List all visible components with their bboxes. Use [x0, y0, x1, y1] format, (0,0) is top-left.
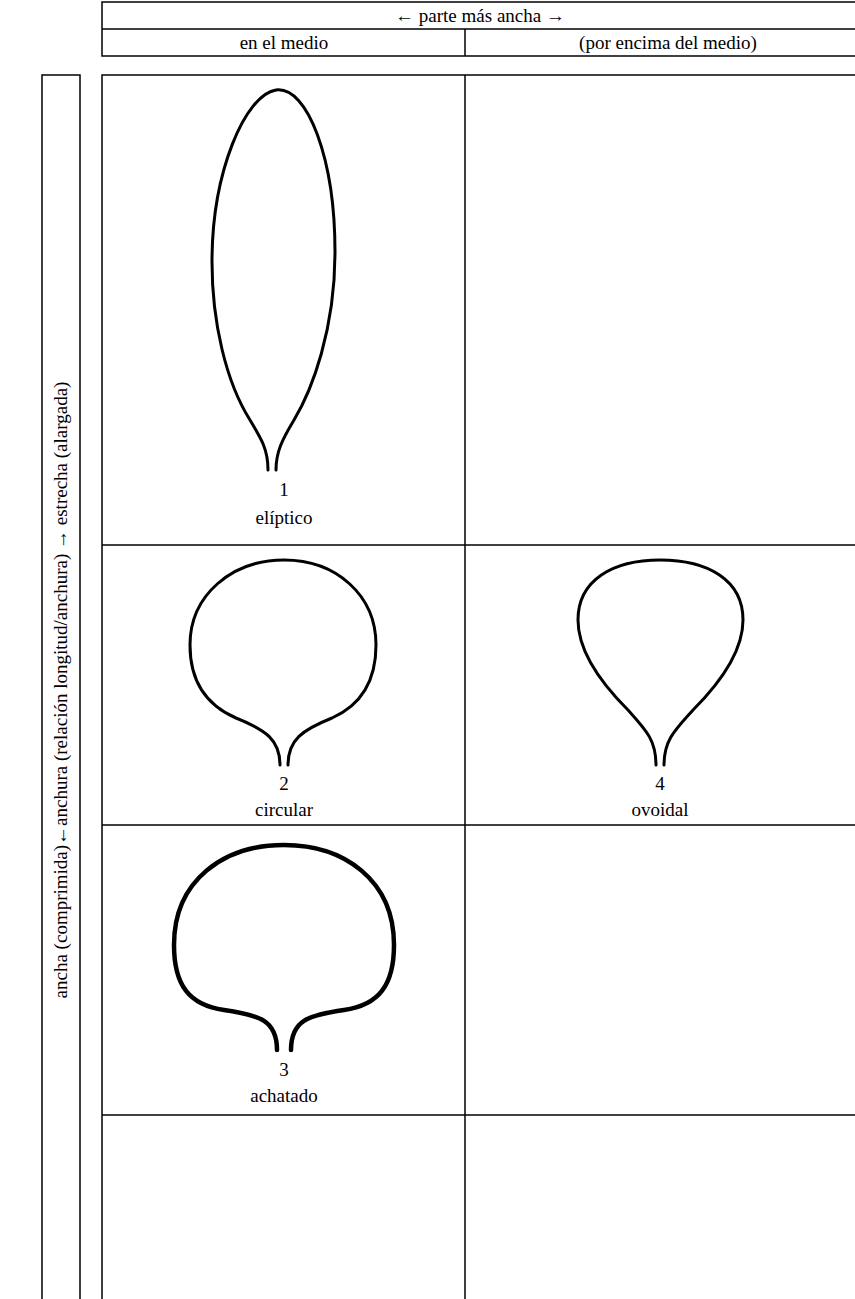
- flattened-leaf: [174, 845, 394, 1050]
- ovoid-leaf: [578, 560, 743, 765]
- shape-name: achatado: [250, 1086, 318, 1107]
- row-rule: [102, 824, 855, 826]
- header-rule: [102, 28, 855, 30]
- column-header: en el medio: [240, 33, 329, 54]
- callout-number: 1: [279, 480, 289, 501]
- callout-number: 2: [279, 774, 289, 795]
- row-rule: [102, 544, 855, 546]
- shape-name: circular: [255, 800, 313, 821]
- elliptic-leaf: [212, 90, 335, 470]
- column-rule: [464, 75, 466, 1299]
- row-rule: [102, 1114, 855, 1116]
- table-grid: [42, 2, 855, 1299]
- axis-label: ancha (comprimida)←anchura (relación lon…: [51, 382, 72, 999]
- circular-leaf: [190, 560, 376, 765]
- grid-box: [102, 75, 855, 1299]
- table-header: ← parte más ancha →: [395, 6, 565, 27]
- shape-name: ovoidal: [632, 800, 689, 821]
- column-header: (por encima del medio): [579, 33, 757, 54]
- callout-number: 4: [655, 774, 665, 795]
- callout-number: 3: [279, 1060, 289, 1081]
- header-table: [102, 2, 855, 56]
- shape-name: elíptico: [256, 508, 313, 529]
- header-divider: [464, 29, 466, 56]
- side-axis-box: [42, 75, 80, 1299]
